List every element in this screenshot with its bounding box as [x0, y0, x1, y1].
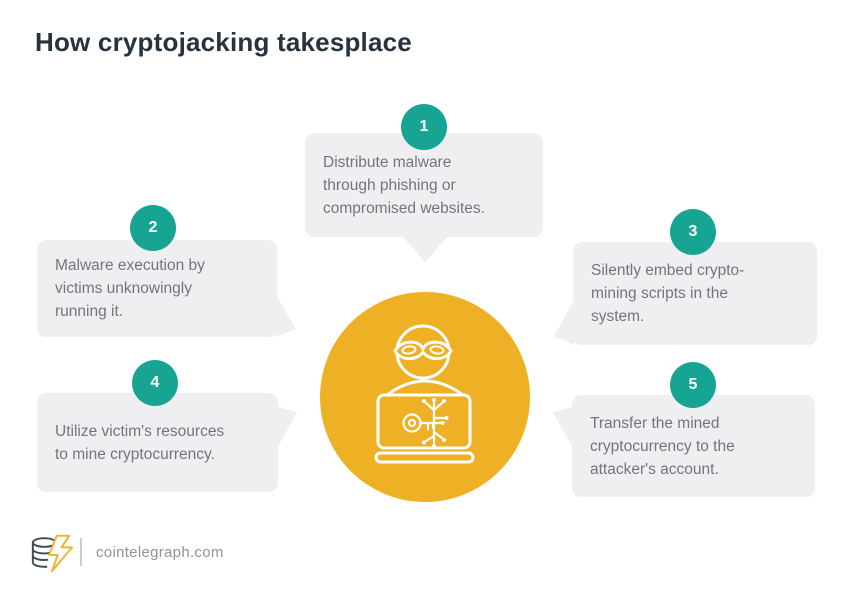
step-text-2: Malware execution by victims unknowingly… [55, 257, 205, 320]
step-bubble-4: Utilize victim's resources to mine crypt… [37, 393, 278, 492]
step-number-badge-5: 5 [670, 362, 716, 408]
step-number-3: 3 [688, 223, 698, 240]
step-bubble-2-tail [275, 293, 296, 337]
circuit-key-nodes [422, 398, 449, 448]
step-text-1: Distribute malware through phishing or c… [323, 153, 485, 217]
page-title: How cryptojacking takesplace [35, 27, 412, 57]
step-number-badge-3: 3 [670, 209, 716, 255]
step-bubble-4-tail [276, 406, 297, 450]
mask-left-eye [401, 345, 417, 355]
footer-site-url: cointelegraph.com [96, 544, 224, 561]
step-bubble-1: Distribute malware through phishing or c… [305, 133, 543, 237]
step-number-5: 5 [688, 376, 698, 393]
step-bubble-5-tail [553, 406, 574, 450]
footer-divider [80, 538, 82, 566]
lightning-bolt-icon [48, 534, 73, 573]
masked-hacker-laptop-key-icon [320, 292, 530, 502]
step-number-badge-1: 1 [401, 104, 447, 150]
step-number-2: 2 [148, 219, 158, 236]
cointelegraph-coins-lightning-icon [31, 534, 73, 573]
laptop-base [374, 451, 475, 464]
step-text-5: Transfer the mined cryptocurrency to the… [590, 414, 735, 478]
step-number-1: 1 [419, 118, 429, 135]
step-bubble-3-tail [554, 298, 575, 345]
step-bubble-5: Transfer the mined cryptocurrency to the… [572, 395, 815, 497]
step-number-badge-4: 4 [132, 360, 178, 406]
circuit-key-icon [402, 401, 446, 445]
step-number-badge-2: 2 [130, 205, 176, 251]
step-text-3: Silently embed crypto- mining scripts in… [591, 262, 745, 325]
step-bubble-1-tail [402, 236, 448, 262]
mask-right-eye [429, 345, 445, 355]
step-text-4: Utilize victim's resources to mine crypt… [55, 422, 225, 463]
step-number-4: 4 [150, 374, 160, 391]
step-bubble-2: Malware execution by victims unknowingly… [37, 240, 277, 337]
hacker-shoulders [385, 379, 465, 397]
laptop-lid [376, 393, 472, 450]
step-bubble-3: Silently embed crypto- mining scripts in… [573, 242, 817, 345]
